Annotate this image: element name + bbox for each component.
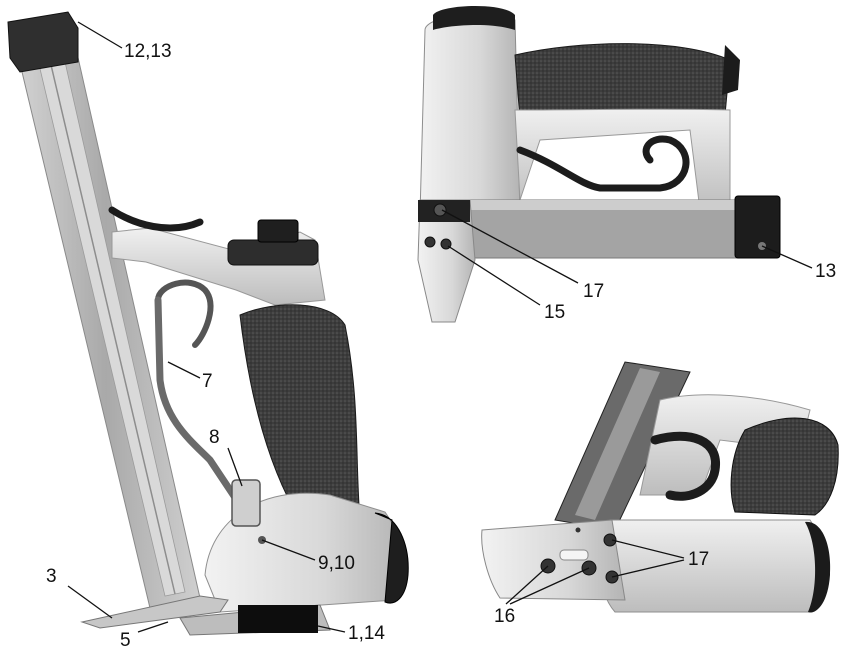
callout-12-13: 12,13: [124, 41, 172, 62]
callout-17-bottom: 17: [688, 549, 710, 570]
front-grip: [730, 417, 839, 516]
leader-5: [137, 621, 169, 633]
leader-9-10: [261, 539, 316, 561]
leader-lines: [67, 21, 813, 633]
callout-5: 5: [120, 630, 131, 651]
top-button: [257, 219, 299, 243]
callout-16: 16: [494, 606, 516, 627]
leader-15: [447, 245, 541, 306]
leader-17-b: [611, 559, 685, 578]
rear-cap: [374, 512, 409, 604]
leader-7: [167, 361, 201, 379]
leader-16-a: [505, 565, 549, 605]
front-nose-plate: [481, 519, 626, 601]
leader-13: [761, 245, 813, 269]
base-block: [238, 605, 318, 633]
callout-8: 8: [209, 427, 220, 448]
nose-plate: [80, 595, 229, 629]
callout-15: 15: [544, 302, 566, 323]
callout-1-14: 1,14: [348, 623, 385, 644]
front-hook: [650, 431, 720, 501]
leader-16-b: [509, 567, 590, 605]
leader-8: [227, 447, 243, 487]
hook-rod: [154, 296, 244, 509]
stapler-front-view: [481, 361, 839, 613]
top-cap: [227, 239, 319, 266]
leader-12-13: [77, 21, 123, 49]
front-body-cap: [805, 521, 831, 613]
magazine-end-cap: [7, 11, 79, 73]
leader-1-14: [317, 625, 346, 633]
top-grip: [514, 43, 731, 121]
grip: [239, 304, 361, 521]
callout-13: 13: [815, 261, 837, 282]
handle-frame: [514, 108, 731, 211]
head-cap: [433, 5, 515, 31]
leader-17-a: [611, 539, 685, 559]
head-body: [419, 12, 521, 216]
callout-7: 7: [202, 371, 213, 392]
hose-stub: [108, 206, 204, 232]
hanging-hook: [155, 279, 214, 348]
leader-3: [67, 585, 113, 619]
callout-3: 3: [46, 566, 57, 587]
grip-end: [722, 45, 740, 95]
latch: [231, 479, 261, 527]
top-mag-endcap: [734, 195, 781, 259]
callout-17-top: 17: [583, 281, 605, 302]
stapler-top-view: [417, 5, 781, 323]
callout-9-10: 9,10: [318, 553, 355, 574]
leader-17-top: [441, 209, 579, 284]
front-body: [598, 519, 824, 613]
stapler-side-view: [7, 11, 409, 636]
top-hook: [516, 135, 690, 192]
